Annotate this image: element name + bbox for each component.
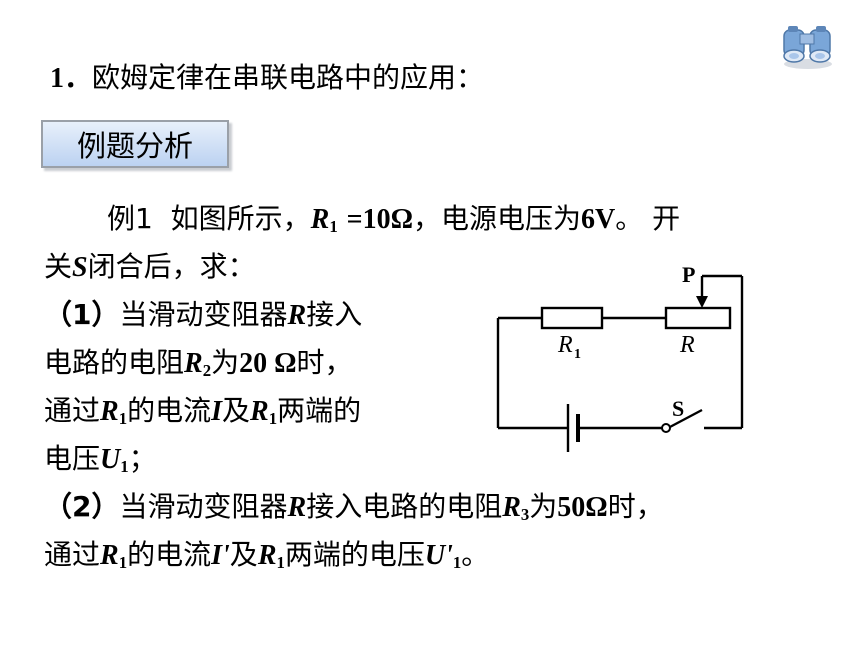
text: 及 (229, 538, 258, 571)
q1-line-4: 电压U1； (44, 441, 157, 478)
var-R: R (287, 300, 307, 331)
text: 。 (461, 538, 490, 571)
text: 关 (44, 250, 73, 283)
sub: 1 (276, 553, 285, 572)
text: 电路的电阻 (44, 346, 185, 379)
var-R2: R (184, 348, 203, 379)
circuit-diagram: P R 1 R S (480, 258, 760, 458)
q2-resistance-value: 50Ω (557, 492, 608, 523)
label-s: S (672, 396, 684, 421)
label-r1: R (557, 332, 573, 358)
text: 及 (222, 394, 251, 427)
text: ； (128, 442, 157, 475)
text: 为 (211, 346, 240, 379)
var-R: R (287, 492, 307, 523)
sub: 3 (520, 505, 530, 524)
resistor-r1 (540, 306, 604, 330)
q1-number: （1） (44, 298, 120, 331)
problem-line-1: 例1 如图所示，R1 =10Ω，电源电压为6V。 开 (107, 201, 680, 238)
sub: 1 (120, 457, 129, 476)
text: 如图所示， (170, 202, 311, 235)
var-R3: R (502, 492, 521, 523)
label-r: R (679, 332, 695, 358)
text: 两端的电压 (284, 538, 425, 571)
text: 闭合后，求： (87, 250, 256, 283)
var-I: I (211, 396, 223, 427)
example-badge: 例题分析 (41, 120, 229, 168)
text: 时， (296, 346, 353, 379)
var-U-prime: U' (424, 540, 453, 571)
text: ，电源电压为 (413, 202, 582, 235)
section-heading: 1．欧姆定律在串联电路中的应用： (50, 60, 484, 97)
rheostat-r (664, 306, 732, 330)
sub: 2 (202, 361, 212, 380)
text: 通过 (44, 538, 101, 571)
text: 。 开 (615, 202, 681, 235)
label-r1-sub: 1 (574, 347, 581, 362)
voltage-value: 6V (581, 204, 616, 235)
var-R1: R (250, 396, 269, 427)
var-R1: R (100, 540, 119, 571)
sub: 1 (118, 409, 128, 428)
heading-number: 1． (50, 63, 93, 94)
var-R1: R (100, 396, 119, 427)
var-R1: R (310, 204, 330, 235)
text: 时， (607, 490, 664, 523)
var-I-prime: I' (211, 540, 230, 571)
var-R1: R (257, 540, 277, 571)
switch-contact (661, 423, 671, 433)
text: 的电流 (127, 538, 212, 571)
q2-line-1: （2）当滑动变阻器R接入电路的电阻R3为50Ω时， (44, 489, 664, 526)
problem-line-2: 关S闭合后，求： (44, 249, 256, 286)
r1-value: =10Ω (346, 204, 414, 235)
text: 当滑动变阻器 (119, 298, 288, 331)
text: 两端的 (277, 394, 362, 427)
badge-label: 例题分析 (76, 129, 193, 163)
text: 接入电路的电阻 (306, 490, 503, 523)
q1-line-3: 通过R1的电流I及R1两端的 (44, 393, 361, 430)
q1-line-1: （1）当滑动变阻器R接入 (44, 297, 362, 334)
sub: 1 (268, 409, 278, 428)
q2-line-2: 通过R1的电流I'及R1两端的电压U'1。 (44, 537, 489, 574)
circuit-svg: P R 1 R S (496, 262, 744, 452)
sub: 1 (452, 553, 462, 572)
sub: 1 (329, 217, 338, 236)
sub: 1 (118, 553, 128, 572)
text: 通过 (44, 394, 101, 427)
q1-resistance-value: 20 Ω (239, 348, 297, 379)
switch-blade (667, 408, 703, 430)
q1-line-2: 电路的电阻R2为20 Ω时， (44, 345, 353, 382)
var-U1: U (100, 444, 121, 475)
text: 接入 (306, 298, 363, 331)
example-number: 例1 (107, 202, 153, 235)
text: 的电流 (127, 394, 212, 427)
slider-arrow (696, 296, 708, 308)
binoculars-icon (778, 20, 838, 72)
text: 电压 (44, 442, 101, 475)
q2-number: （2） (44, 490, 120, 523)
var-S: S (72, 252, 88, 283)
text: 当滑动变阻器 (119, 490, 288, 523)
text: 为 (529, 490, 558, 523)
label-p: P (682, 262, 695, 287)
heading-text: 欧姆定律在串联电路中的应用： (92, 61, 485, 94)
